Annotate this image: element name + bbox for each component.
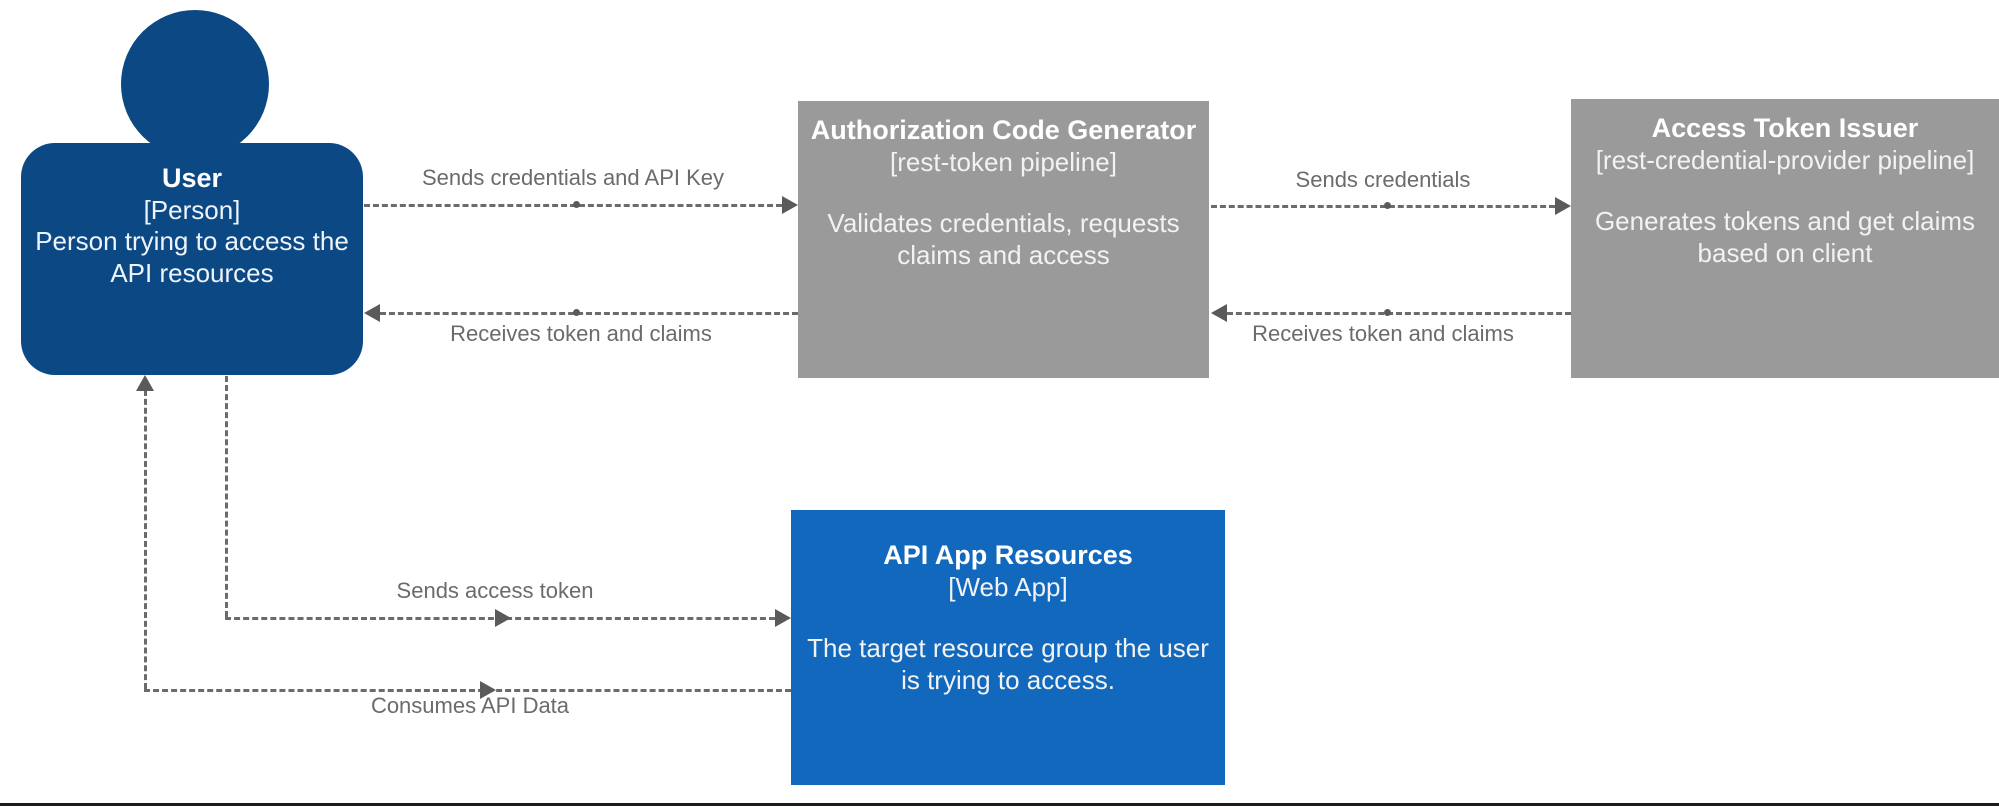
bottom-border-rule [0, 803, 1999, 806]
person-head-icon [121, 10, 269, 158]
node-user[interactable]: User [Person] Person trying to access th… [21, 10, 384, 375]
rel-acg-to-user-line [380, 312, 798, 315]
node-acg-description: Validates credentials, requests claims a… [827, 208, 1180, 270]
rel-acg-to-ati-label: Sends credentials [1295, 167, 1471, 192]
rel-user-to-api-arrowhead-icon [775, 609, 791, 627]
node-authorization-code-generator[interactable]: Authorization Code Generator [rest-token… [798, 101, 1209, 378]
node-api-title: API App Resources [883, 540, 1133, 570]
rel-user-to-api-label: Sends access token [396, 578, 594, 603]
rel-user-to-acg-midpoint [573, 201, 580, 208]
node-access-token-issuer[interactable]: Access Token Issuer [rest-credential-pro… [1571, 99, 1999, 378]
rel-api-to-user-line [144, 689, 791, 692]
rel-user-to-acg-arrowhead-icon [782, 196, 798, 214]
node-api-technology: [Web App] [948, 571, 1068, 602]
rel-acg-to-ati-midpoint [1384, 202, 1391, 209]
rel-api-to-user-vertical [144, 390, 147, 689]
node-user-title: User [161, 163, 223, 193]
node-ati-description: Generates tokens and get claims based on… [1594, 206, 1976, 268]
node-user-description: Person trying to access the API resource… [35, 226, 349, 288]
rel-ati-to-acg-arrowhead-icon [1211, 304, 1227, 322]
rel-user-to-api-midpoint-arrow-icon [495, 609, 511, 627]
rel-acg-to-user-arrowhead-icon [364, 304, 380, 322]
rel-acg-to-ati-arrowhead-icon [1555, 197, 1571, 215]
rel-ati-to-acg-line [1227, 312, 1571, 315]
node-acg-technology: [rest-token pipeline] [890, 146, 1117, 177]
node-ati-title: Access Token Issuer [1651, 113, 1919, 143]
rel-api-to-user-arrowhead-icon [136, 375, 154, 391]
rel-ati-to-acg-label: Receives token and claims [1252, 321, 1514, 346]
rel-api-to-user-label: Consumes API Data [370, 693, 570, 718]
rel-user-to-api-vertical [225, 376, 228, 617]
rel-acg-to-user-midpoint [573, 309, 580, 316]
rel-acg-to-user-label: Receives token and claims [450, 321, 712, 346]
node-ati-technology: [rest-credential-provider pipeline] [1595, 144, 1975, 175]
person-body: User [Person] Person trying to access th… [21, 143, 363, 375]
node-api-description: The target resource group the user is tr… [807, 633, 1209, 695]
rel-api-to-user-midpoint-arrow-icon [480, 681, 496, 699]
node-api-app-resources[interactable]: API App Resources [Web App] The target r… [791, 510, 1225, 785]
node-user-technology: [Person] [143, 194, 241, 225]
node-acg-title: Authorization Code Generator [810, 115, 1197, 145]
rel-user-to-acg-label: Sends credentials and API Key [421, 165, 725, 190]
rel-acg-to-ati-line [1211, 205, 1555, 208]
rel-ati-to-acg-midpoint [1384, 309, 1391, 316]
